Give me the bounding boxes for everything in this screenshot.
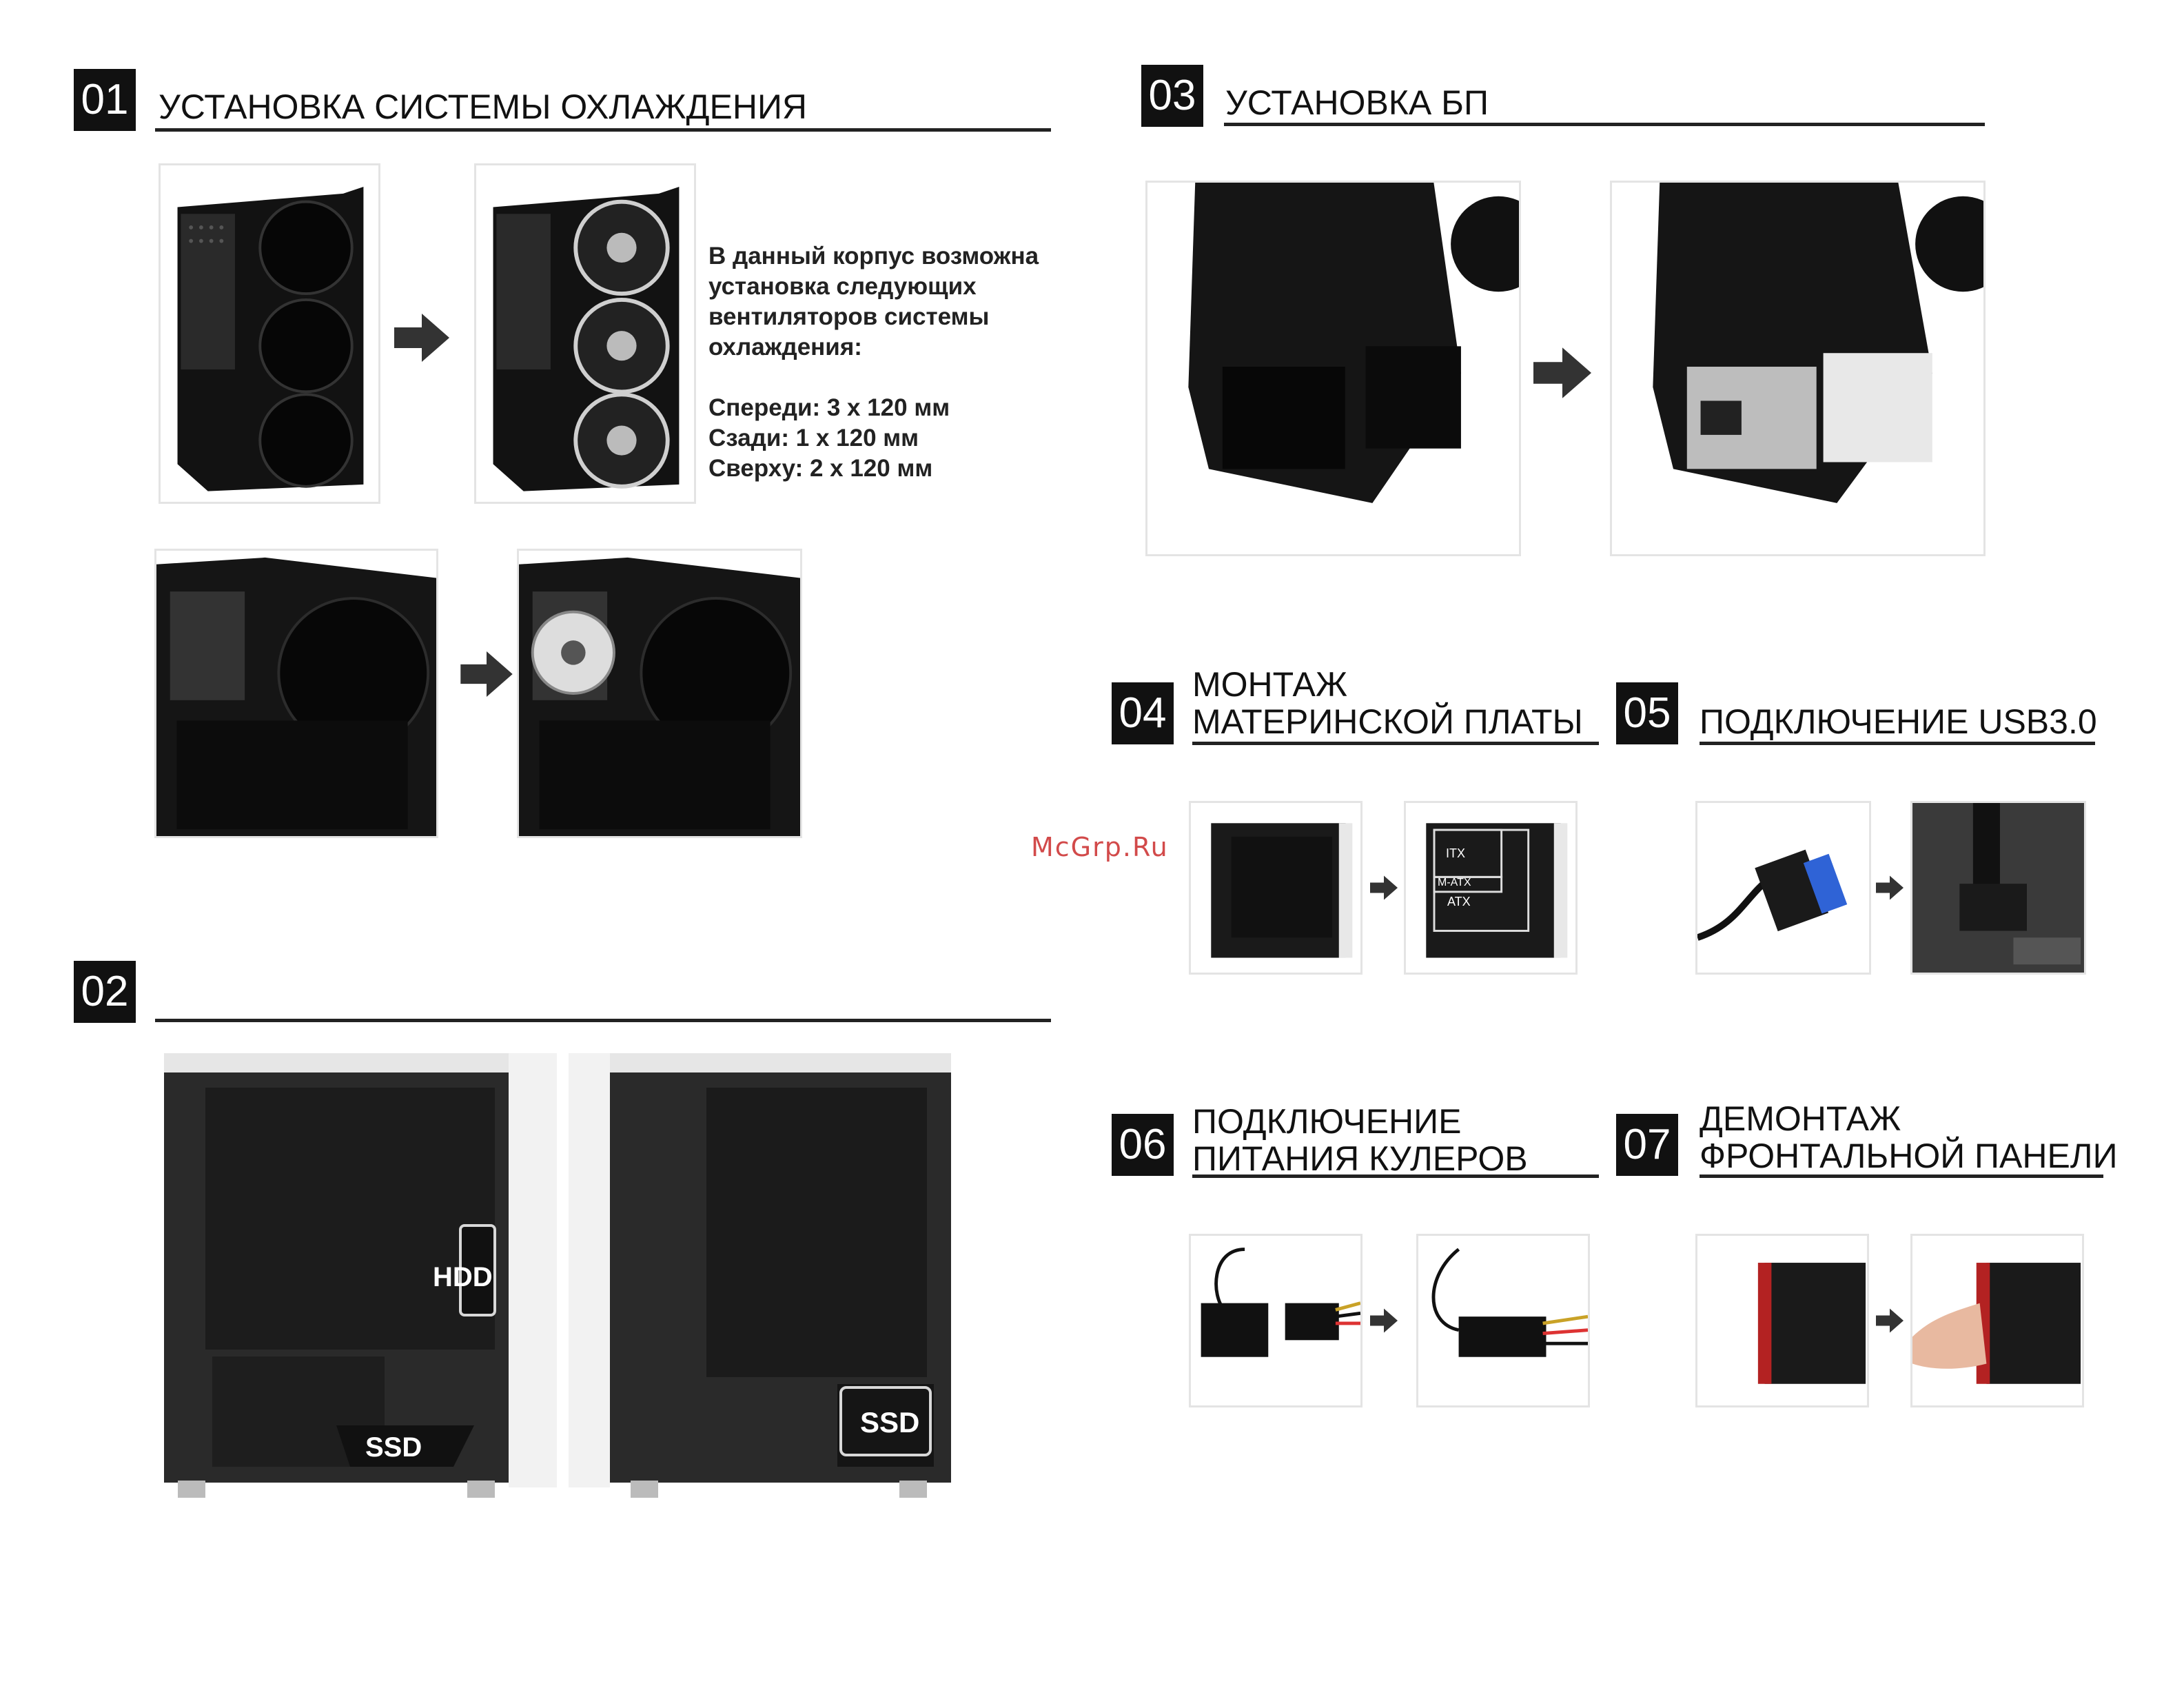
cooling-rear-spec: Сзади: 1 x 120 мм (708, 425, 919, 451)
arrow-right-icon (460, 651, 513, 697)
section-number-04: 04 (1112, 682, 1174, 744)
section-title-05: ПОДКЛЮЧЕНИЕ USB3.0 (1700, 702, 2097, 741)
usb-connector-image (1695, 801, 1871, 975)
matx-label: M-ATX (1438, 877, 1471, 888)
section-number-01: 01 (74, 69, 136, 131)
section-number-06: 06 (1112, 1114, 1174, 1176)
section-rule-03 (1224, 123, 1985, 126)
cooling-text-line: В данный корпус возможна (708, 243, 1039, 270)
cooling-text-line: вентиляторов системы (708, 303, 990, 330)
cooling-front-spec: Спереди: 3 x 120 мм (708, 394, 950, 421)
section-title-01: УСТАНОВКА СИСТЕМЫ ОХЛАЖДЕНИЯ (159, 88, 808, 126)
case-empty-front-image (159, 163, 380, 504)
section-title-07-line2: ФРОНТАЛЬНОЙ ПАНЕЛИ (1700, 1137, 2118, 1175)
cooling-description: В данный корпус возможна установка следу… (708, 241, 1039, 484)
hdd-label: HDD (433, 1262, 493, 1292)
motherboard-sizes-image (1404, 801, 1578, 975)
fan-power-separate-image (1189, 1234, 1363, 1407)
fan-power-connected-image (1416, 1234, 1590, 1407)
case-side-left-image (164, 1053, 557, 1501)
arrow-right-icon (1876, 1308, 1904, 1333)
section-number-07: 07 (1616, 1114, 1678, 1176)
arrow-right-icon (394, 314, 449, 362)
section-title-07-line1: ДЕМОНТАЖ (1700, 1099, 1901, 1138)
section-rule-02 (155, 1019, 1051, 1022)
front-panel-removal-image (1910, 1234, 2084, 1407)
watermark: McGrp.Ru (1031, 832, 1169, 862)
case-side-right-image (569, 1053, 951, 1501)
section-number-05: 05 (1616, 682, 1678, 744)
case-rear-empty-image (154, 549, 438, 838)
section-title-03: УСТАНОВКА БП (1225, 83, 1489, 122)
itx-label: ITX (1446, 846, 1466, 860)
arrow-right-icon (1370, 1308, 1398, 1333)
section-rule-06 (1192, 1175, 1599, 1178)
case-rear-fan-image (517, 549, 802, 838)
section-title-04-line2: МАТЕРИНСКОЙ ПЛАТЫ (1192, 702, 1583, 741)
cooling-top-spec: Сверху: 2 x 120 мм (708, 455, 933, 482)
cooling-text-line: охлаждения: (708, 334, 862, 360)
section-rule-04 (1192, 742, 1599, 745)
section-rule-01 (155, 128, 1051, 132)
usb-connected-image (1910, 801, 2086, 975)
section-rule-05 (1700, 742, 2095, 745)
cooling-text-line: установка следующих (708, 273, 977, 300)
psu-installed-image (1610, 181, 1986, 556)
ssd-label-left: SSD (365, 1432, 422, 1463)
motherboard-empty-image (1189, 801, 1363, 975)
section-number-03: 03 (1141, 65, 1203, 127)
section-title-04-line1: МОНТАЖ (1192, 665, 1348, 704)
arrow-right-icon (1876, 875, 1904, 900)
arrow-right-icon (1370, 875, 1398, 900)
ssd-label-right: SSD (860, 1406, 920, 1438)
arrow-right-icon (1533, 347, 1591, 398)
section-number-02: 02 (74, 961, 136, 1023)
section-rule-07 (1700, 1175, 2103, 1178)
case-front-fans-image (474, 163, 696, 504)
section-title-06-line1: ПОДКЛЮЧЕНИЕ (1192, 1102, 1462, 1141)
front-panel-attached-image (1695, 1234, 1869, 1407)
atx-label: ATX (1447, 895, 1471, 908)
section-title-06-line2: ПИТАНИЯ КУЛЕРОВ (1192, 1139, 1528, 1178)
psu-bay-empty-image (1145, 181, 1521, 556)
